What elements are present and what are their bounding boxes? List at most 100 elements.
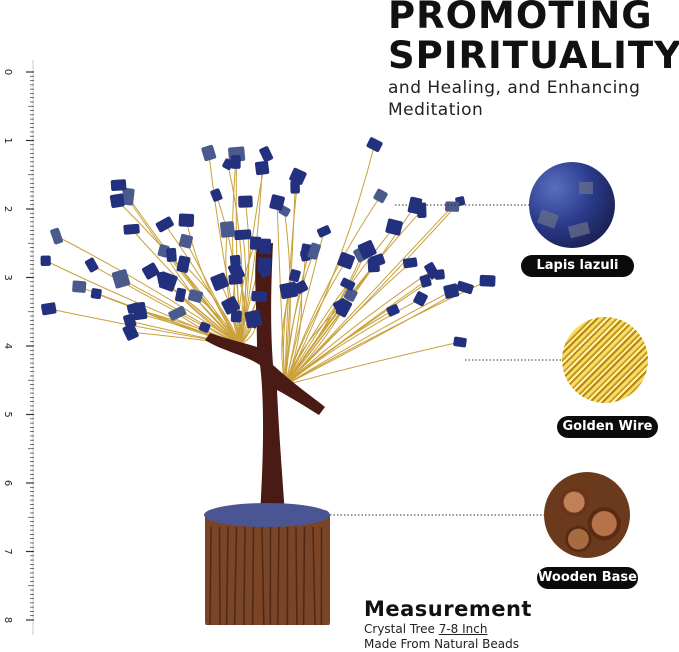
lapis-stone [198, 321, 211, 333]
lapis-stone [337, 252, 355, 270]
bark-texture [261, 526, 265, 625]
lapis-stone [259, 238, 271, 255]
lapis-stone [257, 257, 272, 274]
wire-branch [284, 270, 433, 386]
subheadline-line1: and Healing, and Enhancing [388, 78, 641, 98]
wire-branch [185, 240, 241, 346]
lapis-stone [168, 305, 187, 321]
wire-branch [227, 164, 243, 346]
lapis-stone [307, 242, 321, 260]
wire-branch [284, 283, 349, 386]
lapis-stone [335, 298, 353, 318]
bark-texture [295, 526, 298, 625]
ruler-label: 8 [2, 617, 13, 623]
wire-branch [284, 200, 461, 386]
lapis-stone [84, 257, 99, 273]
lapis-stone [222, 158, 234, 170]
wire-branch [284, 287, 466, 386]
ruler-label: 4 [2, 343, 13, 349]
bark-texture [243, 526, 246, 625]
lapis-stone [110, 179, 127, 192]
measurement-prefix: Crystal Tree [364, 622, 439, 636]
wire-branch [284, 274, 440, 386]
headline-line2: SPIRITUALITY [388, 34, 679, 77]
tree-trunk [205, 243, 325, 515]
bark-texture [209, 526, 212, 625]
ruler-label: 2 [2, 206, 13, 212]
lapis-stone [366, 137, 383, 153]
lapis-stone [294, 280, 309, 294]
bark-texture [276, 526, 280, 625]
lapis-stone [123, 223, 140, 235]
lapis-stone [178, 213, 195, 227]
lapis-stone [369, 253, 386, 268]
lapis-stone [133, 308, 148, 321]
lapis-stone [158, 272, 178, 292]
lapis-stone [316, 225, 331, 238]
lapis-stone [290, 180, 300, 194]
subheadline-line2: Meditation [388, 100, 484, 120]
ruler-label: 1 [2, 137, 13, 143]
lapis-stone [210, 188, 223, 202]
lapis-stone [41, 302, 57, 316]
lapis-stone [289, 167, 307, 185]
ruler-label: 6 [2, 480, 13, 486]
ruler-label: 5 [2, 411, 13, 417]
lapis-stone [443, 283, 460, 299]
lapis-stone [288, 269, 301, 283]
lapis-stone [413, 291, 428, 307]
headline-line1: PROMOTING [388, 0, 653, 37]
lapis-stone [111, 269, 131, 289]
lapis-stone [210, 272, 229, 291]
lapis-stone [419, 274, 432, 288]
feature-label-lapis: Lapis lazuli [521, 255, 634, 277]
lapis-stone [251, 290, 268, 303]
bark-texture [233, 526, 238, 625]
wire-branch [56, 235, 241, 346]
lapis-stone [230, 155, 241, 169]
lapis-stone [228, 274, 243, 285]
lapis-stone [229, 254, 241, 266]
measurement-title: Measurement [364, 597, 532, 621]
wire-branch [284, 144, 376, 386]
lapis-stone [279, 281, 298, 300]
bark-texture [251, 526, 255, 625]
lapis-stones [40, 137, 496, 348]
lapis-stone [90, 288, 102, 300]
lapis-stone [109, 193, 125, 208]
lapis-stone [201, 144, 217, 162]
lapis-stone [142, 262, 160, 280]
bark-texture [225, 526, 229, 625]
wire-branch [284, 290, 452, 386]
lapis-stone [219, 221, 235, 238]
wire-branch [284, 307, 345, 386]
golden-wire-swatch [562, 317, 648, 403]
lapis-stone [445, 201, 460, 212]
lapis-stone [402, 257, 418, 269]
ruler-label: 7 [2, 548, 13, 554]
wire-branch [131, 228, 241, 346]
wire-branch [284, 250, 315, 386]
wire-branch [284, 206, 453, 386]
feature-label-golden-wire: Golden Wire [557, 416, 658, 438]
lapis-stone [155, 216, 174, 233]
bark-texture [302, 526, 306, 625]
lapis-stone [121, 187, 135, 206]
lapis-stone [238, 195, 253, 208]
lapis-stone [343, 287, 358, 302]
wire-branch [284, 341, 461, 386]
lapis-stone [122, 323, 139, 341]
measurement-size-line: Crystal Tree 7-8 Inch [364, 622, 487, 636]
wire-branch [232, 161, 241, 346]
crystal-tree-image [40, 137, 496, 625]
lapis-stone [246, 311, 261, 329]
lapis-stone [357, 240, 377, 260]
lapis-stone [249, 236, 262, 250]
lapis-stone [373, 188, 388, 203]
lapis-stone [300, 249, 311, 262]
lapis-stone [456, 280, 474, 295]
bark-texture [312, 526, 316, 625]
wire-branch [284, 195, 381, 386]
